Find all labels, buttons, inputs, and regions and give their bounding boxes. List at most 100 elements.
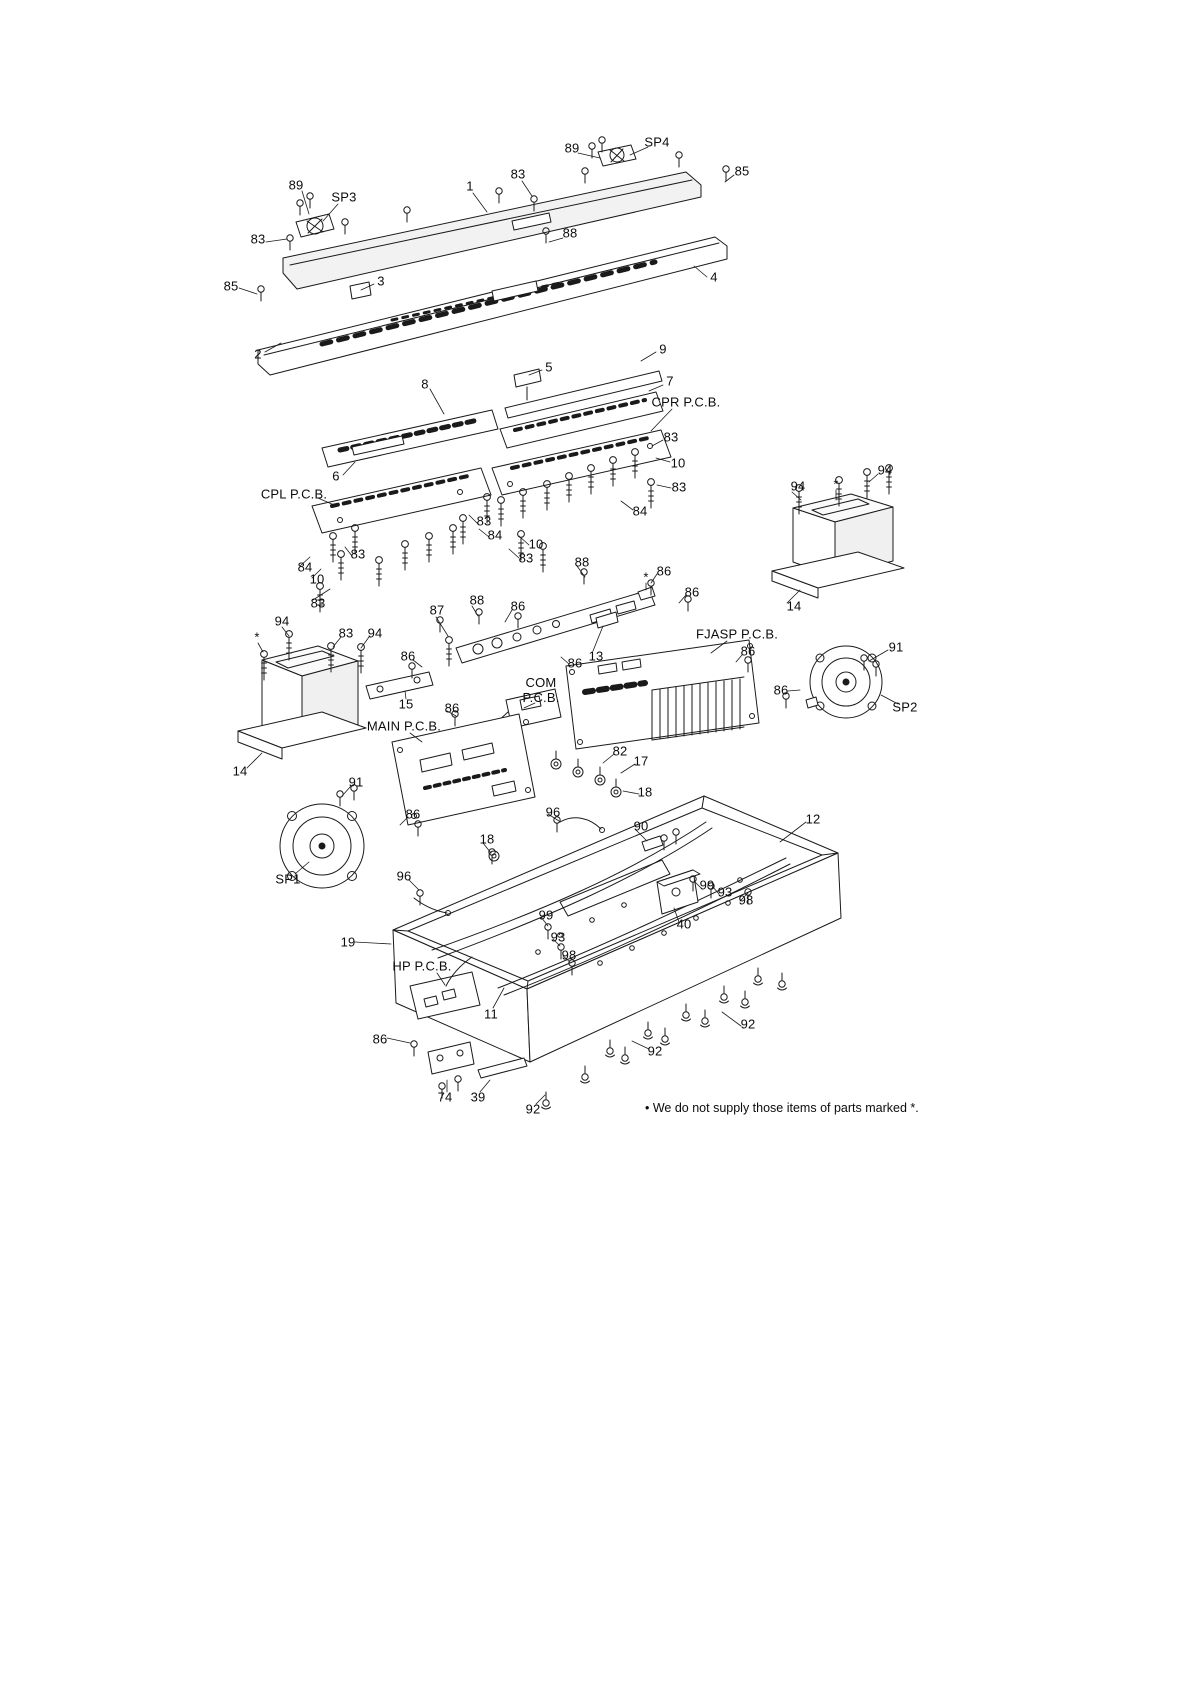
part-label-sp2: SP2: [892, 699, 918, 715]
jack-panel: [455, 586, 656, 664]
part-label-82: 82: [612, 743, 628, 759]
part-label-7: 7: [666, 373, 674, 389]
part-label-main-p-c-b: MAIN P.C.B.: [366, 718, 442, 734]
part-label-10: 10: [309, 571, 325, 587]
part-label-8: 8: [421, 376, 429, 392]
speaker-sp2: [805, 645, 883, 719]
part-label-84: 84: [297, 559, 313, 575]
transformer-right: [771, 493, 905, 599]
part-label-10: 10: [670, 455, 686, 471]
part-label-15: 15: [398, 696, 414, 712]
part-label-83: 83: [663, 429, 679, 445]
part-label-87: 87: [429, 602, 445, 618]
part-label-83: 83: [671, 479, 687, 495]
part-label-88: 88: [562, 225, 578, 241]
part-label-96: 96: [545, 804, 561, 820]
part-label-1: 1: [466, 178, 474, 194]
part-label-91: 91: [348, 774, 364, 790]
part-label-9: 9: [659, 341, 667, 357]
part-label-11: 11: [484, 1006, 498, 1022]
part-label-98: 98: [561, 947, 577, 963]
part-label-86: 86: [773, 682, 789, 698]
main-pcb: [391, 713, 536, 826]
part-label-19: 19: [340, 934, 356, 950]
front-panel: [257, 236, 728, 376]
part-label-83: 83: [310, 595, 326, 611]
part-label-85: 85: [223, 278, 239, 294]
part-label-92: 92: [740, 1016, 756, 1032]
leader-lines: [238, 146, 899, 1105]
hp-pcb: [409, 956, 481, 1020]
part-label-10: 10: [528, 536, 544, 552]
part-label-asterisk: *: [833, 476, 839, 492]
cpl-pcb: [311, 467, 492, 534]
pcb-strip-8: [321, 409, 499, 468]
transformer-left: [237, 645, 367, 760]
part-label-86: 86: [372, 1031, 388, 1047]
part-label-74: 74: [437, 1089, 453, 1105]
part-label-12: 12: [805, 811, 821, 827]
part-label-40: 40: [676, 916, 692, 932]
part-label-83: 83: [510, 166, 526, 182]
part-label-39: 39: [470, 1089, 486, 1105]
part-label-93: 93: [717, 884, 733, 900]
part-label-com-p-c-b: COM P.C.B.: [522, 675, 560, 705]
bracket-74: [427, 1041, 475, 1075]
top-cover-panel: [282, 144, 702, 290]
part-label-84: 84: [632, 503, 648, 519]
part-label-88: 88: [469, 592, 485, 608]
part-label-94: 94: [274, 613, 290, 629]
part-label-94: 94: [877, 462, 893, 478]
heatsink: [651, 676, 745, 741]
part-90-bracket: [641, 835, 664, 852]
part-label-4: 4: [710, 269, 718, 285]
part-label-90: 90: [633, 818, 649, 834]
part-label-sp4: SP4: [644, 134, 670, 150]
part-label-13: 13: [588, 648, 604, 664]
part-label-83: 83: [476, 513, 492, 529]
part-label-86: 86: [567, 655, 583, 671]
part-label-sp1: SP1: [275, 871, 301, 887]
part-label-asterisk: *: [254, 629, 260, 645]
part-label-cpl-p-c-b: CPL P.C.B.: [260, 486, 328, 502]
part-label-99: 99: [699, 877, 715, 893]
part-label-86: 86: [400, 648, 416, 664]
part-label-3: 3: [377, 273, 385, 289]
part-label-86: 86: [405, 806, 421, 822]
part-label-99: 99: [538, 907, 554, 923]
strip-39: [477, 1057, 528, 1079]
part-label-89: 89: [564, 140, 580, 156]
part-label-96: 96: [396, 868, 412, 884]
part-40-bracket: [656, 869, 701, 915]
fjasp-pcb: [565, 639, 760, 750]
cable-grommets: [488, 750, 622, 862]
part-label-cpr-p-c-b: CPR P.C.B.: [651, 394, 721, 410]
part-label-83: 83: [338, 625, 354, 641]
part-label-94: 94: [790, 478, 806, 494]
wires-96: [413, 817, 605, 916]
mounting-bracket-15: [365, 671, 434, 700]
part-label-83: 83: [250, 231, 266, 247]
part-label-93: 93: [550, 929, 566, 945]
part-label-asterisk: *: [643, 569, 649, 585]
part-label-83: 83: [350, 546, 366, 562]
part-label-92: 92: [647, 1043, 663, 1059]
pcb-strip-9-7: [499, 368, 664, 449]
part-label-91: 91: [888, 639, 904, 655]
part-label-fjasp-p-c-b: FJASP P.C.B.: [695, 626, 779, 642]
part-label-92: 92: [525, 1101, 541, 1117]
speaker-sp1: [279, 803, 365, 889]
supply-footnote: • We do not supply those items of parts …: [645, 1101, 919, 1115]
part-label-88: 88: [574, 554, 590, 570]
part-label-86: 86: [684, 584, 700, 600]
cpr-pcb: [491, 429, 672, 496]
part-label-5: 5: [545, 359, 553, 375]
part-label-86: 86: [740, 643, 756, 659]
part-label-14: 14: [786, 598, 802, 614]
part-label-18: 18: [637, 784, 653, 800]
part-label-89: 89: [288, 177, 304, 193]
part-label-84: 84: [487, 527, 503, 543]
part-label-85: 85: [734, 163, 750, 179]
